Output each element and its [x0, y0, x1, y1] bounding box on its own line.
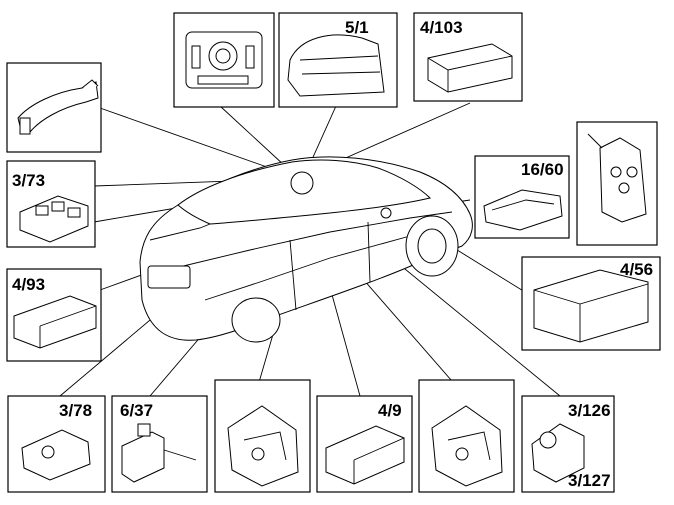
door-module-part: 4/93	[6, 268, 102, 362]
label-4-56: 4/56	[620, 260, 653, 279]
door-handle-part	[6, 62, 102, 153]
instrument-cluster-part: 5/1	[278, 12, 398, 108]
switch-3-73-part: 3/73	[6, 160, 96, 248]
label-6-37: 6/37	[120, 401, 153, 420]
label-16-60: 16/60	[521, 160, 564, 179]
actuator-6-37-part: 6/37	[111, 395, 208, 493]
door-lock-left-part	[214, 379, 311, 493]
label-5-1: 5/1	[345, 18, 369, 37]
light-switch-part	[173, 12, 275, 108]
window-motor-part: 3/126 3/127	[521, 395, 615, 493]
fuse-box-part: 4/56	[521, 256, 661, 351]
roof-module-part: 16/60	[474, 155, 570, 239]
label-3-73: 3/73	[12, 171, 45, 190]
key-fob-part	[576, 121, 658, 246]
control-unit-4-103-part: 4/103	[413, 12, 523, 102]
door-lock-right-part	[418, 379, 515, 493]
label-4-103: 4/103	[420, 18, 463, 37]
label-3-78: 3/78	[59, 401, 92, 420]
label-4-93: 4/93	[12, 275, 45, 294]
label-4-9: 4/9	[378, 401, 402, 420]
lock-motor-3-78-part: 3/78	[7, 395, 106, 493]
control-unit-4-9-part: 4/9	[316, 395, 413, 493]
label-3-126: 3/126	[568, 401, 611, 420]
car-outline	[139, 156, 473, 343]
label-3-127: 3/127	[568, 471, 611, 490]
